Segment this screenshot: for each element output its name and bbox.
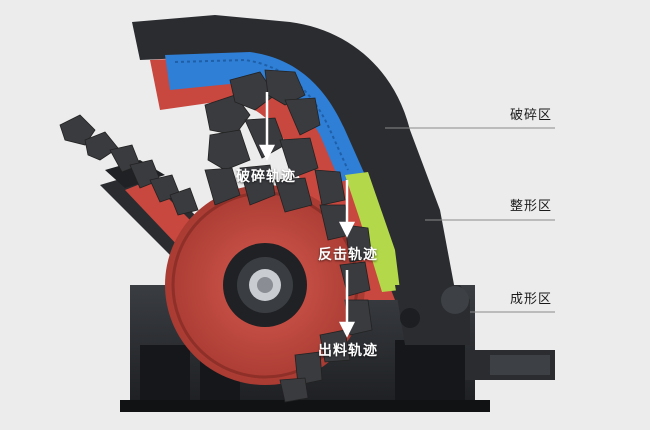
forming-zone-label: 成形区 xyxy=(510,292,553,307)
crushing-zone-label: 破碎区 xyxy=(510,108,553,123)
right-arm xyxy=(395,285,470,345)
discharge-arrowhead xyxy=(338,321,356,338)
rotor xyxy=(165,185,365,385)
trajectory-arrows xyxy=(258,92,356,338)
crushing-path-label: 破碎轨迹 xyxy=(236,169,296,185)
green-liner xyxy=(345,172,400,292)
crushing-arrowhead xyxy=(258,144,276,161)
discharge-path-label: 出料轨迹 xyxy=(318,343,378,359)
rock-pile xyxy=(59,69,373,403)
impact-path-label: 反击轨迹 xyxy=(318,247,378,263)
impact-arrowhead xyxy=(338,221,356,238)
shaping-zone-label: 整形区 xyxy=(510,199,553,214)
